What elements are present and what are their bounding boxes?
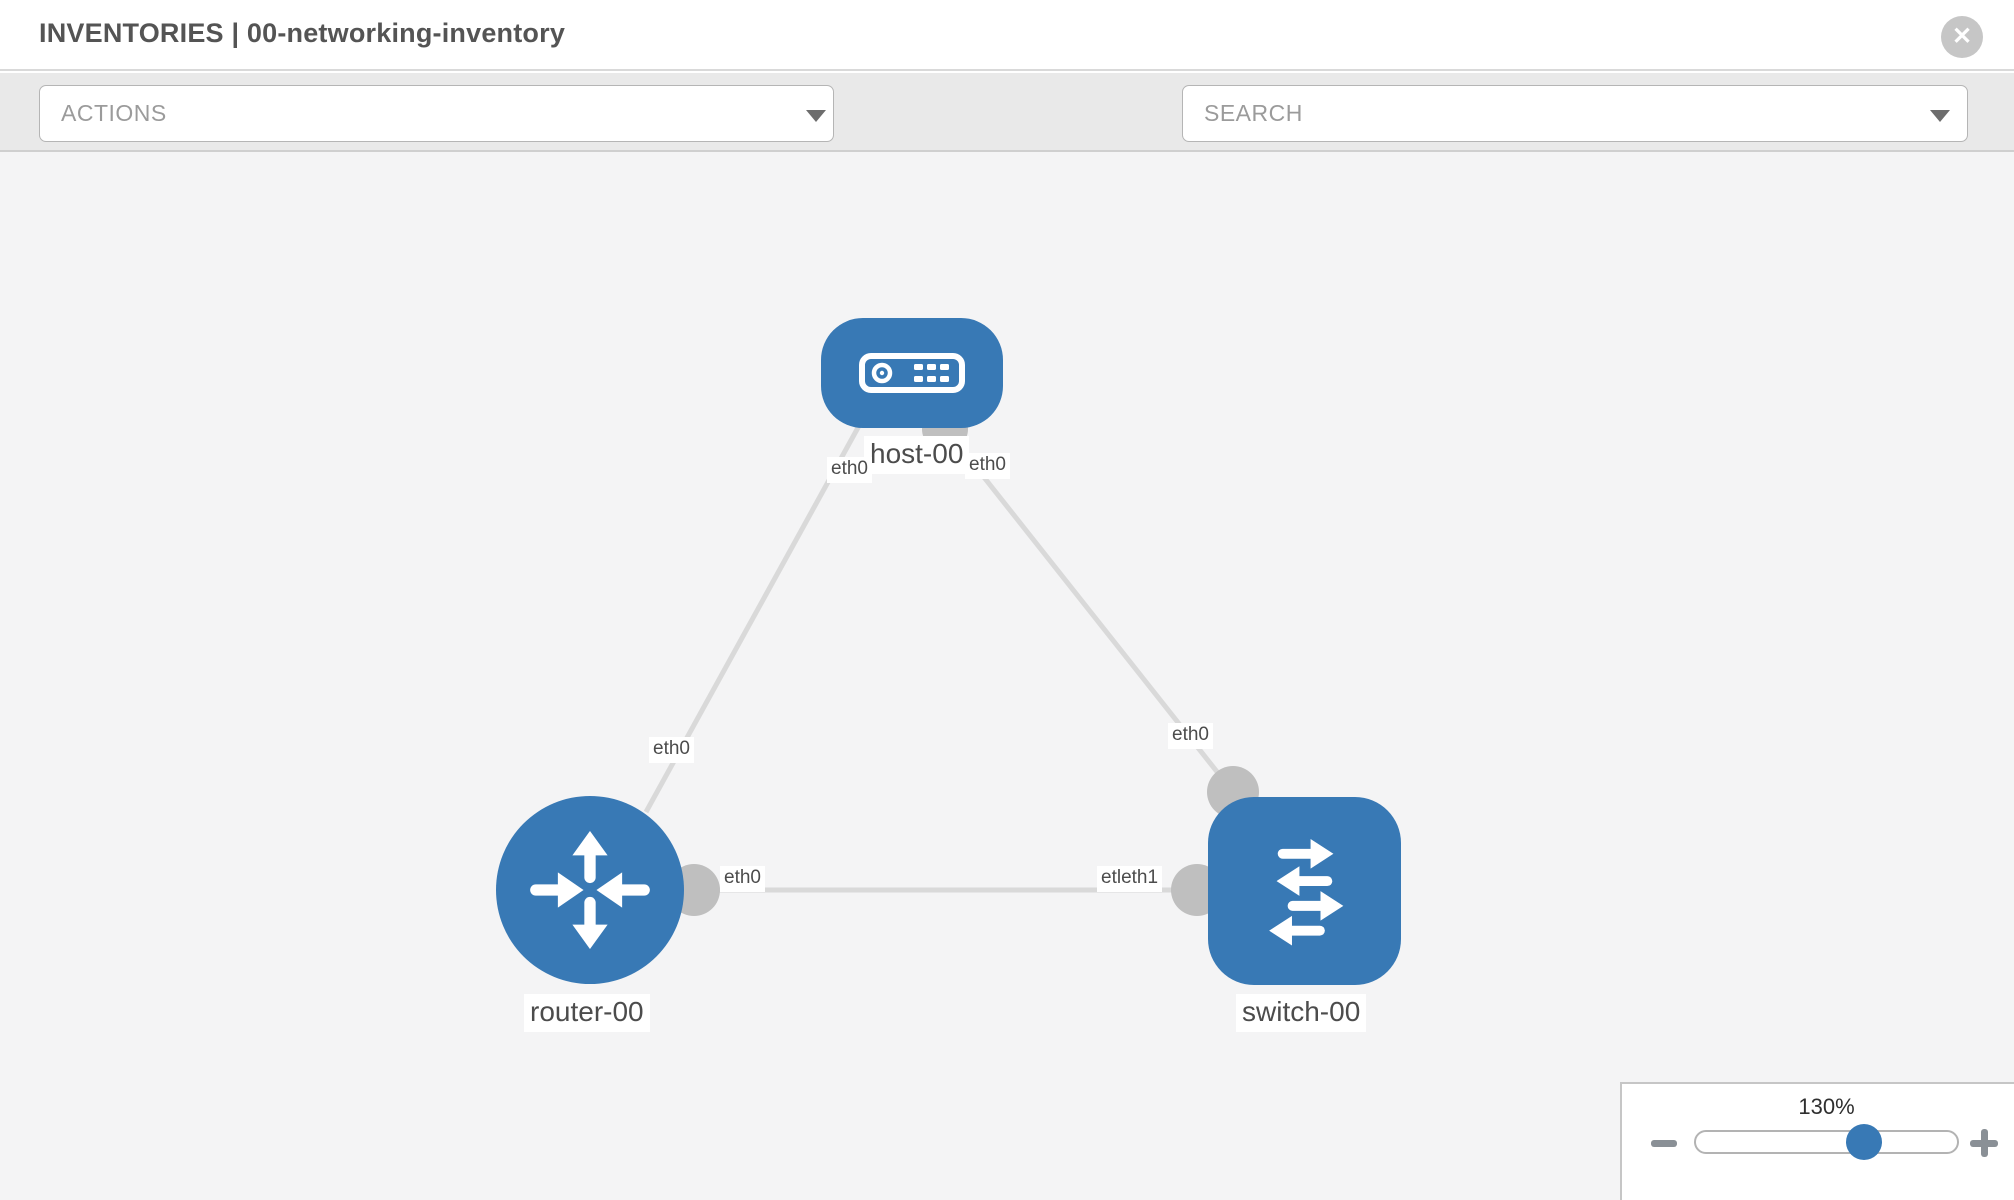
interface-label: eth0 bbox=[649, 737, 694, 763]
router-icon bbox=[530, 830, 650, 950]
node-label-host-00: host-00 bbox=[864, 436, 970, 474]
host-icon bbox=[859, 353, 965, 393]
minus-icon[interactable] bbox=[1651, 1140, 1677, 1147]
page-title: INVENTORIES | 00-networking-inventory bbox=[39, 18, 566, 48]
search-placeholder: SEARCH bbox=[1204, 100, 1303, 126]
zoom-slider-thumb[interactable] bbox=[1846, 1124, 1882, 1160]
interface-label: eth0 bbox=[827, 457, 872, 483]
node-label-router-00: router-00 bbox=[524, 994, 650, 1032]
actions-dropdown[interactable]: ACTIONS bbox=[39, 85, 834, 142]
switch-icon bbox=[1268, 839, 1343, 946]
node-host-00[interactable] bbox=[821, 318, 1003, 428]
plus-icon[interactable] bbox=[1970, 1129, 1998, 1157]
node-switch-00[interactable] bbox=[1208, 797, 1401, 985]
interface-label: eth0 bbox=[1168, 723, 1213, 749]
node-router-00[interactable] bbox=[496, 796, 684, 984]
header: INVENTORIES | 00-networking-inventory ✕ bbox=[0, 0, 2014, 71]
zoom-slider-track[interactable] bbox=[1694, 1130, 1959, 1154]
chevron-down-icon bbox=[806, 110, 826, 122]
chevron-down-icon bbox=[1930, 110, 1950, 122]
topology-canvas[interactable] bbox=[0, 152, 2014, 1200]
interface-label: etleth1 bbox=[1097, 866, 1163, 892]
search-dropdown[interactable]: SEARCH bbox=[1182, 85, 1968, 142]
node-label-switch-00: switch-00 bbox=[1236, 994, 1367, 1032]
toolbar: ACTIONS SEARCH bbox=[0, 73, 2014, 205]
actions-dropdown-label: ACTIONS bbox=[61, 100, 167, 126]
zoom-control-panel: 130% bbox=[1620, 1082, 2014, 1200]
interface-label: eth0 bbox=[965, 453, 1010, 479]
zoom-level-value: 130% bbox=[1798, 1094, 1855, 1119]
interface-label: eth0 bbox=[720, 866, 765, 892]
close-icon[interactable]: ✕ bbox=[1941, 16, 1983, 58]
